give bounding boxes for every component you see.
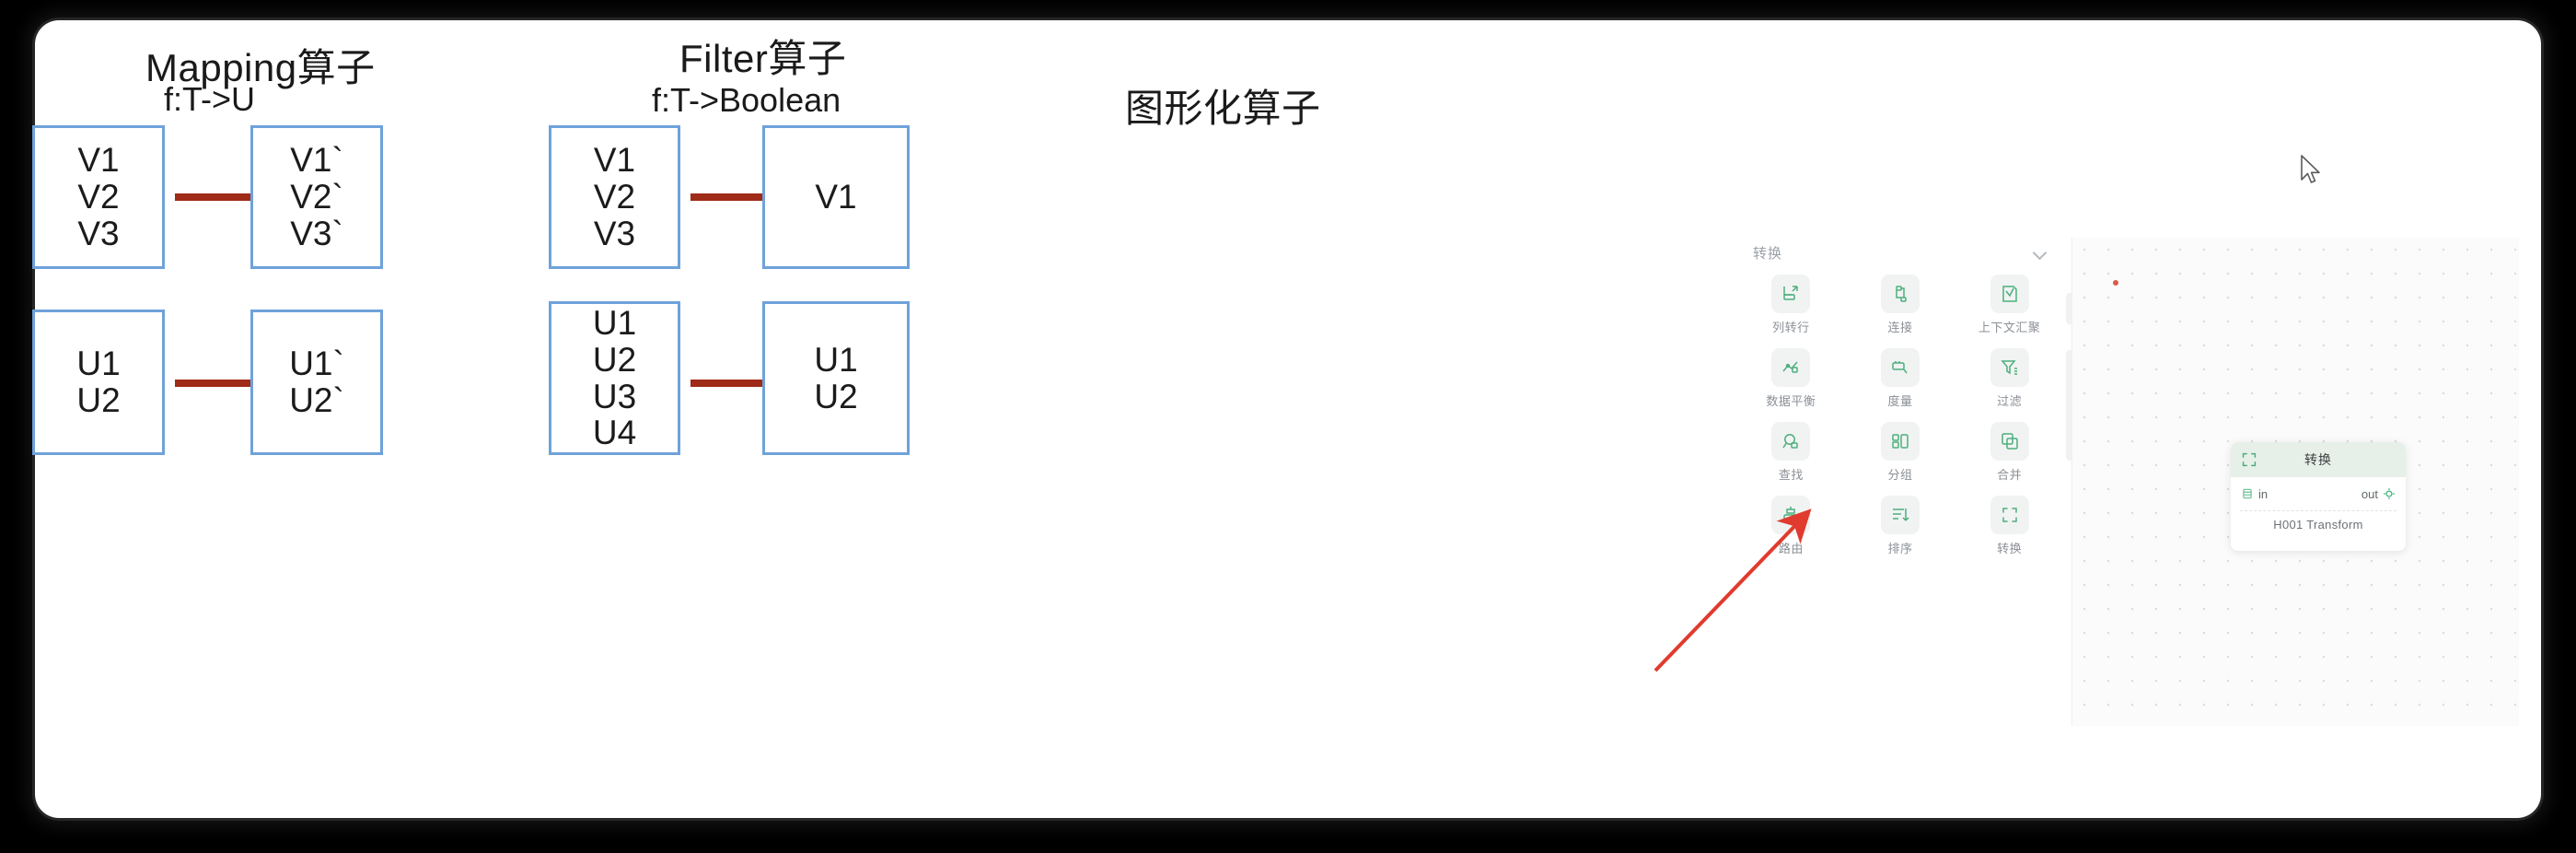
mapping-row2-target-box: U1` U2` [250, 310, 383, 455]
operator-label: 排序 [1887, 542, 1913, 555]
filter-row2-target-box: U1 U2 [762, 301, 910, 455]
node-divider [2240, 510, 2396, 511]
lookup-icon [1771, 422, 1811, 461]
graphical-operator-app: 转换 列转行 [1729, 238, 2519, 726]
group-icon [1880, 422, 1920, 461]
box-value: U1 [592, 303, 637, 342]
operator-grid: 列转行 连接 [1736, 275, 2064, 556]
operator-label: 过滤 [1997, 394, 2023, 408]
operator-item-context-aggregate[interactable]: 上下文汇聚 [1955, 275, 2064, 335]
node-in-port[interactable]: in [2241, 487, 2268, 501]
operator-item-measure[interactable]: 度量 [1846, 348, 1955, 409]
box-value: U2 [76, 381, 121, 419]
operator-item-merge[interactable]: 合并 [1955, 422, 2064, 483]
filter-row1-source-box: V1 V2 V3 [549, 125, 680, 269]
operator-item-unpivot[interactable]: 列转行 [1736, 275, 1846, 335]
box-value: U1 [814, 340, 858, 379]
filter-icon [1990, 348, 2029, 387]
box-value: U3 [592, 377, 637, 415]
box-value: U2 [814, 377, 858, 415]
box-value: V1 [815, 178, 857, 216]
node-out-port[interactable]: out [2361, 487, 2396, 501]
box-value: U1` [289, 345, 344, 383]
box-value: V2 [77, 178, 120, 216]
mapping-section-subtitle: f:T->U [164, 80, 256, 118]
palette-header-label: 转换 [1753, 246, 1783, 262]
flow-canvas[interactable]: 转换 in out [2072, 238, 2519, 726]
box-value: V1 [77, 141, 120, 180]
filter-section-title: Filter算子 [679, 37, 847, 80]
operator-label: 连接 [1887, 321, 1913, 334]
mapping-row1-source-box: V1 V2 V3 [32, 125, 165, 269]
box-value: V2 [593, 178, 636, 216]
box-value: V3` [290, 214, 343, 252]
node-ports: in out [2231, 477, 2406, 510]
mouse-pointer-icon [2301, 155, 2320, 183]
context-aggregate-icon [1990, 275, 2029, 313]
node-header: 转换 [2231, 442, 2406, 477]
merge-icon [1990, 422, 2029, 461]
operator-item-filter[interactable]: 过滤 [1955, 348, 2064, 409]
box-value: U2` [289, 381, 344, 419]
sort-icon [1880, 496, 1920, 534]
operator-item-join[interactable]: 连接 [1846, 275, 1955, 335]
route-icon [1771, 496, 1811, 534]
measure-icon [1880, 348, 1920, 387]
box-value: U4 [592, 414, 637, 452]
canvas-marker-dot [2113, 280, 2118, 286]
box-value: V2` [290, 178, 343, 216]
operator-label: 数据平衡 [1766, 394, 1816, 408]
node-out-port-label: out [2361, 486, 2378, 501]
palette-header[interactable]: 转换 [1729, 238, 2071, 271]
node-title: 转换 [2304, 452, 2332, 467]
input-port-icon [2243, 488, 2252, 499]
filter-section-subtitle: f:T->Boolean [652, 81, 841, 119]
output-port-icon [2384, 488, 2395, 499]
operator-label: 路由 [1778, 542, 1804, 555]
unpivot-icon [1771, 275, 1811, 313]
graphical-section-title: 图形化算子 [1125, 87, 1321, 130]
box-value: U2 [592, 340, 637, 379]
filter-row1-target-box: V1 [762, 125, 910, 269]
operator-item-route[interactable]: 路由 [1736, 496, 1846, 556]
node-name-label: H001 Transform [2273, 518, 2363, 532]
flow-node-transform[interactable]: 转换 in out [2231, 442, 2406, 551]
operator-palette-panel: 转换 列转行 [1729, 238, 2071, 726]
operator-item-lookup[interactable]: 查找 [1736, 422, 1846, 483]
operator-item-transform[interactable]: 转换 [1955, 496, 2064, 556]
operator-label: 上下文汇聚 [1978, 321, 2041, 334]
box-value: V3 [593, 214, 636, 252]
mapping-row2-source-box: U1 U2 [32, 310, 165, 455]
operator-label: 列转行 [1772, 321, 1810, 334]
transform-icon [1990, 496, 2029, 534]
operator-label: 分组 [1887, 468, 1913, 482]
operator-item-sort[interactable]: 排序 [1846, 496, 1955, 556]
mapping-row1-target-box: V1` V2` V3` [250, 125, 383, 269]
operator-label: 度量 [1887, 394, 1913, 408]
data-balance-icon [1771, 348, 1811, 387]
operator-label: 查找 [1778, 468, 1804, 482]
panel-divider [2071, 238, 2072, 726]
node-in-port-label: in [2258, 486, 2269, 501]
operator-item-data-balance[interactable]: 数据平衡 [1736, 348, 1846, 409]
operator-label: 合并 [1997, 468, 2023, 482]
mapping-section-title: Mapping算子 [145, 46, 376, 89]
chevron-down-icon[interactable] [2033, 246, 2048, 261]
box-value: V3 [77, 214, 120, 252]
box-value: U1 [76, 345, 121, 383]
operator-label: 转换 [1997, 542, 2023, 555]
join-icon [1880, 275, 1920, 313]
operator-item-group[interactable]: 分组 [1846, 422, 1955, 483]
filter-row2-source-box: U1 U2 U3 U4 [549, 301, 680, 455]
box-value: V1 [593, 141, 636, 180]
box-value: V1` [290, 141, 343, 180]
transform-icon [2242, 452, 2257, 467]
